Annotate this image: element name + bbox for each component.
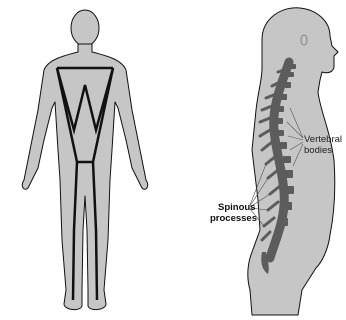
vertebra — [277, 130, 284, 136]
vertebra — [277, 106, 284, 112]
front-body-figure — [22, 10, 147, 310]
vertebra — [284, 82, 291, 88]
vertebra — [285, 170, 293, 178]
front-body-silhouette — [22, 44, 147, 310]
vertebra — [280, 94, 287, 100]
vertebra — [276, 118, 283, 124]
front-head — [71, 10, 99, 46]
vertebra — [280, 218, 288, 226]
vertebra — [284, 202, 292, 210]
vertebra — [283, 156, 291, 163]
vertebra — [290, 64, 296, 69]
spinous-processes-label-line2: processes — [210, 213, 257, 224]
vertebra — [288, 72, 294, 77]
side-body-silhouette — [248, 8, 338, 315]
vertebral-bodies-label-line2: bodies — [304, 145, 332, 156]
vertebra — [280, 142, 287, 149]
vertebra — [286, 186, 294, 194]
spinous-processes-label-line1: Spinous — [218, 202, 255, 213]
spinous-process — [278, 70, 284, 72]
vertebral-bodies-label-line1: Vertebral — [304, 134, 342, 145]
side-body-figure — [248, 8, 338, 315]
